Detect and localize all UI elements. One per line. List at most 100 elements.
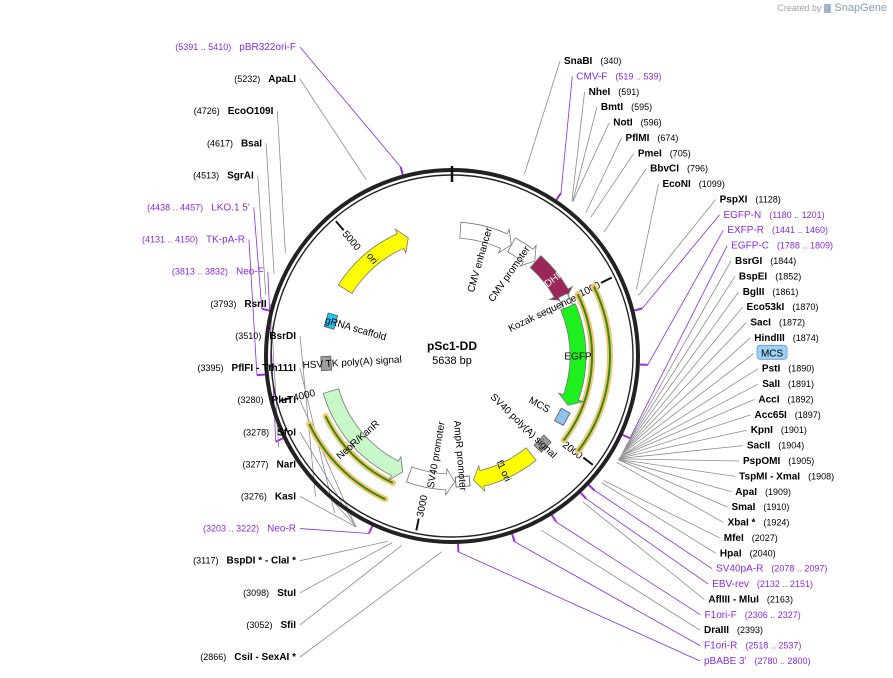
leader-line: [625, 260, 732, 448]
site-position: (596): [641, 118, 662, 128]
feature-ori: [337, 228, 409, 294]
leader-line: [299, 551, 442, 658]
snapgene-brand-text: SnapGene: [834, 2, 887, 14]
site-label-pbabe-3: pBABE 3'(2780 .. 2800): [704, 656, 811, 667]
site-label-sali: SalI(1891): [762, 379, 814, 390]
site-label-lko-1-5: (4438 .. 4457)LKO.1 5': [147, 203, 250, 214]
site-name: EcoNI: [662, 179, 691, 190]
leader-line: [618, 458, 736, 477]
leader-line: [257, 175, 267, 295]
leader-line: [555, 521, 701, 616]
feature-egfp: [557, 303, 587, 406]
site-name: SacI: [750, 318, 771, 329]
leader-line: [638, 199, 716, 296]
site-label-hindiii: HindIII(1874): [754, 333, 819, 344]
site-position: (2780 .. 2800): [755, 656, 811, 666]
site-name: BspEI: [739, 271, 768, 282]
site-label-psti: PstI(1890): [762, 364, 814, 375]
site-position: (4513): [193, 170, 219, 180]
site-name: SfiI: [280, 620, 296, 631]
site-position: (1890): [788, 364, 814, 374]
primer-site-tick: [261, 307, 270, 312]
site-name: Acc65I: [755, 410, 787, 421]
site-position: (796): [687, 164, 708, 174]
site-label-tspmi-xmai: TspMI - XmaI(1908): [739, 471, 834, 482]
site-position: (3098): [243, 588, 269, 598]
site-name: TK-pA-R: [206, 235, 245, 246]
site-name: XbaI *: [728, 518, 756, 529]
leader-line: [603, 168, 647, 233]
site-label-f1ori-r: F1ori-R(2518 .. 2537): [704, 641, 801, 652]
leader-line: [590, 153, 635, 218]
site-name: NheI: [589, 87, 611, 98]
feature-neor-kanr: [322, 388, 404, 482]
site-position: (1905): [788, 456, 814, 466]
leader-line: [594, 490, 713, 570]
leader-line: [620, 399, 755, 457]
site-label-pbr322ori-f: (5391 .. 5410)pBR322ori-F: [175, 42, 296, 53]
plasmid-name: pSc1-DD: [427, 339, 477, 353]
site-name: HindIII: [754, 333, 785, 344]
site-position: (3813 .. 3832): [172, 267, 228, 277]
site-name: F1ori-R: [704, 641, 737, 652]
primer-arcs: [306, 283, 613, 503]
site-label-sfoi: (3278)SfoI: [243, 427, 296, 438]
leader-line: [618, 458, 740, 462]
site-label-apai: ApaI(1909): [735, 487, 791, 498]
site-label-afliii-mlui: AflIII - MluI(2163): [708, 594, 793, 605]
site-label-egfp-n: EGFP-N(1180 .. 1201): [723, 210, 824, 221]
site-name: PflMI: [626, 133, 650, 144]
primer-site-tick: [511, 533, 516, 543]
site-name: AccI: [758, 394, 779, 405]
site-name: LKO.1 5': [211, 203, 250, 214]
site-label-pspomi: PspOMI(1905): [743, 456, 814, 467]
site-position: (1852): [775, 271, 801, 281]
leader-line: [586, 498, 709, 585]
leader-line: [620, 368, 759, 457]
leader-line: [620, 383, 759, 457]
site-name: EBV-rev: [712, 579, 749, 590]
leader-line: [616, 461, 724, 523]
site-position: (1892): [788, 394, 814, 404]
leader-line: [619, 414, 751, 458]
site-label-eco53ki: Eco53kI(1870): [747, 302, 819, 313]
site-name: KasI: [275, 491, 296, 502]
site-label-econi: EcoNI (1099): [662, 179, 724, 190]
scale-tick-label: 3000: [415, 494, 430, 518]
site-position: (1180 .. 1201): [769, 210, 824, 220]
leader-line: [603, 480, 720, 539]
site-label-acc65i: Acc65I(1897): [755, 410, 821, 421]
site-name: F1ori-F: [705, 610, 737, 621]
leader-line: [618, 459, 732, 493]
site-name: HpaI: [720, 548, 742, 559]
site-name: BmtI: [601, 102, 623, 113]
feature-label-mcs: MCS: [527, 395, 552, 416]
site-name: DraIII: [704, 625, 729, 636]
leader-line: [299, 46, 401, 168]
site-position: (1099): [699, 179, 725, 189]
site-name: Eco53kI: [747, 302, 785, 313]
feature-grna-scaffold: [323, 312, 339, 330]
site-position: (1891): [788, 379, 814, 389]
site-label-stui: (3098)StuI: [243, 588, 296, 599]
site-position: (2866): [200, 652, 226, 662]
leader-line: [635, 183, 659, 290]
site-name: BglII: [743, 287, 765, 298]
leader-line: [601, 482, 717, 554]
site-position: (4131 .. 4150): [142, 235, 198, 245]
site-position: (3510): [235, 331, 261, 341]
site-name: PmeI: [638, 148, 662, 159]
site-label-xbai: XbaI *(1924): [728, 518, 790, 529]
site-name: Neo-R: [267, 524, 296, 535]
site-label-neo-f: (3813 .. 3832)Neo-F: [172, 267, 264, 278]
site-position: (2132 .. 2151): [757, 579, 813, 589]
leader-line: [299, 540, 389, 562]
site-label-sv40pa-r: SV40pA-R(2078 .. 2097): [716, 564, 827, 575]
site-name: BspDI * - ClaI *: [227, 556, 297, 567]
site-label-csii-sexai: (2866)CsiI - SexAI *: [200, 652, 296, 663]
site-name: RsrII: [244, 299, 266, 310]
feature-hsv-tk-poly-a-signal: [320, 355, 333, 372]
leader-line: [265, 143, 275, 274]
site-label-bspdi-clai: (3117)BspDI * - ClaI *: [193, 556, 296, 567]
leader-line: [299, 335, 316, 497]
